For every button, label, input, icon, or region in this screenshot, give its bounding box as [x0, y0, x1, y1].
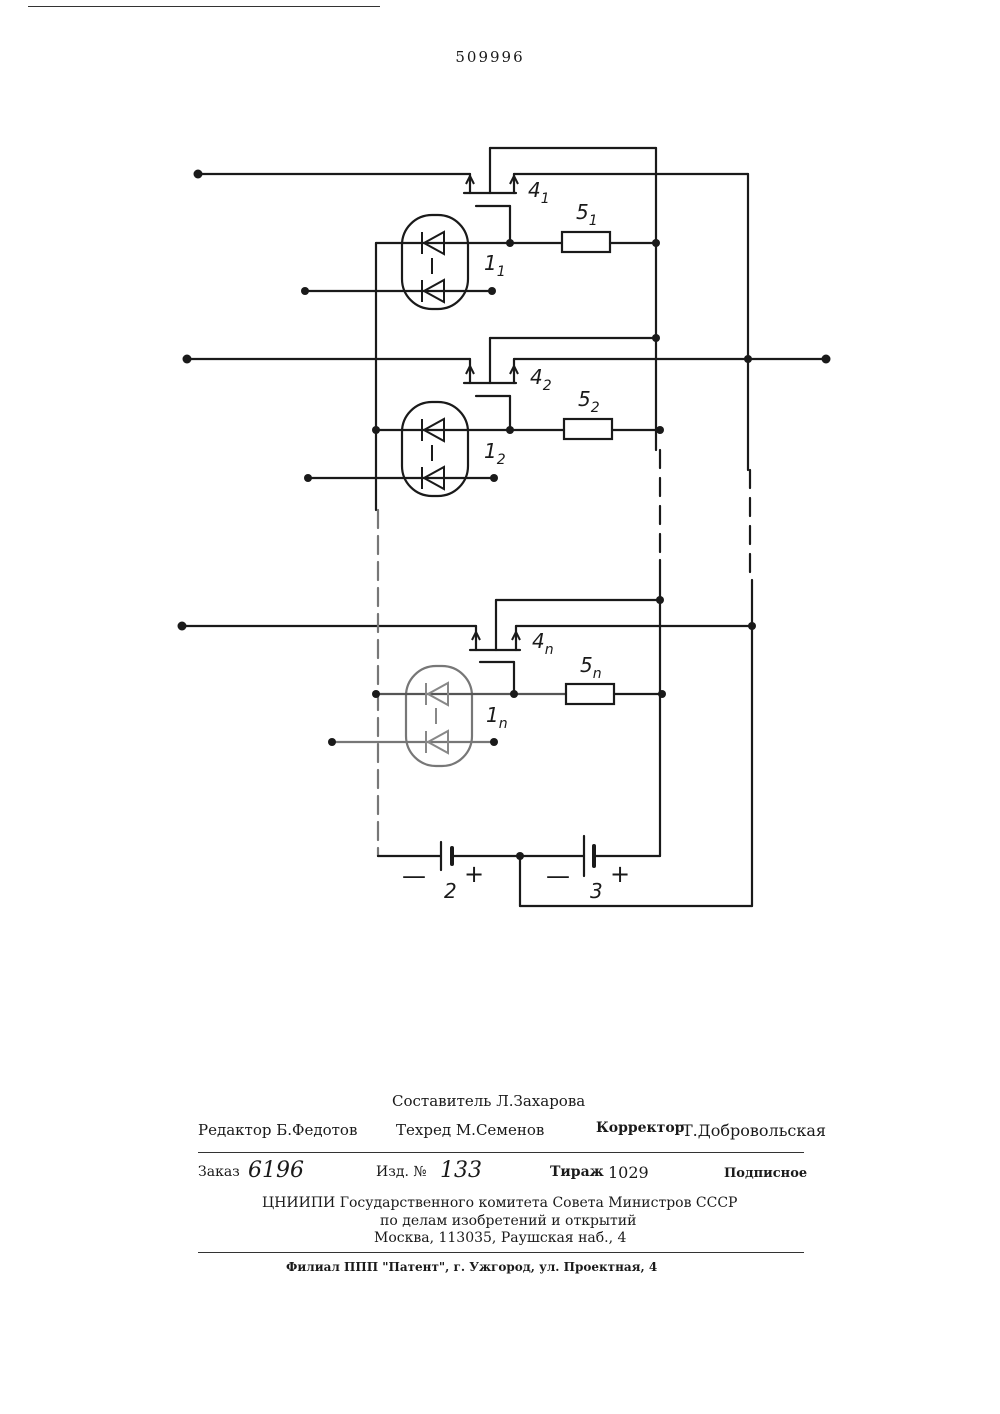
label-resistor1: 51	[576, 200, 598, 229]
label-battery2: 2	[444, 879, 457, 903]
compiler-line: Составитель Л.Захарова	[392, 1092, 585, 1110]
label-optocouplern: 1n	[486, 703, 508, 732]
label-switch2: 42	[530, 365, 552, 394]
rule-lower	[198, 1252, 804, 1253]
resistorn	[566, 684, 614, 704]
label-optocoupler2: 12	[484, 439, 506, 468]
battery2-minus: —	[402, 862, 426, 890]
label-switch1: 41	[528, 178, 550, 207]
tirazh-label: Тираж	[550, 1164, 604, 1180]
optocoupler1-body	[402, 215, 468, 309]
org-line3: Москва, 113035, Раушская наб., 4	[374, 1230, 626, 1246]
resistor2	[564, 419, 612, 439]
izd-value: 133	[440, 1158, 482, 1183]
org-line2: по делам изобретений и открытий	[380, 1213, 636, 1229]
optocouplern-body	[406, 666, 472, 766]
techred-line: Техред М.Семенов	[396, 1121, 544, 1139]
optocoupler2-body	[402, 402, 468, 496]
editor-line: Редактор Б.Федотов	[198, 1121, 357, 1139]
org-line1: ЦНИИПИ Государственного комитета Совета …	[262, 1195, 737, 1211]
battery3-minus: —	[546, 862, 570, 890]
order-value: 6196	[248, 1158, 304, 1183]
corrector-label: Корректор	[596, 1120, 684, 1136]
podpisnoe: Подписное	[724, 1166, 807, 1181]
label-switchn: 4n	[532, 629, 554, 658]
circuit-schematic: 41 51 11 42 52 12 4n 5n 1n — 2 + — 3 +	[0, 0, 1000, 960]
label-resistorn: 5n	[580, 653, 602, 682]
label-resistor2: 52	[578, 387, 600, 416]
izd-label: Изд. №	[376, 1164, 427, 1180]
label-battery3: 3	[590, 879, 603, 903]
rule-upper	[198, 1152, 804, 1153]
battery3-plus: +	[610, 860, 630, 888]
branch-line: Филиал ППП "Патент", г. Ужгород, ул. Про…	[286, 1260, 657, 1274]
label-optocoupler1: 11	[484, 251, 506, 280]
corrector-name: Т.Добровольская	[682, 1121, 826, 1140]
terminal-dot	[194, 170, 203, 179]
resistor1	[562, 232, 610, 252]
tirazh-value: 1029	[608, 1163, 649, 1182]
battery2-plus: +	[464, 860, 484, 888]
order-label: Заказ	[198, 1164, 240, 1180]
